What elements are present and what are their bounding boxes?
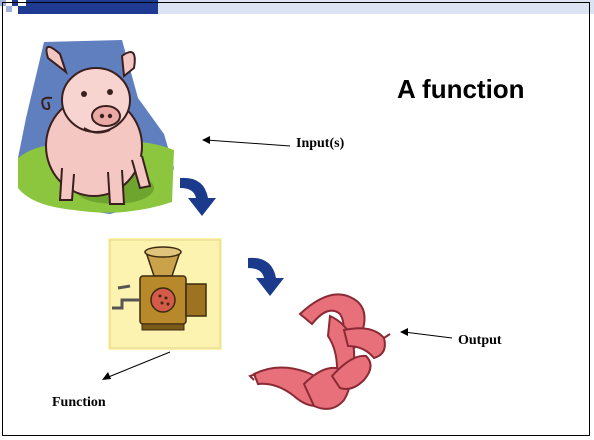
input-label: Input(s) xyxy=(296,136,344,152)
pointer-arrow-icon xyxy=(200,132,292,154)
meat-grinder-clipart xyxy=(108,238,222,350)
pointer-arrow-icon xyxy=(100,350,172,382)
pig-clipart xyxy=(14,38,180,216)
curved-arrow-icon xyxy=(178,170,226,218)
pointer-arrow-icon xyxy=(398,326,454,342)
function-label: Function xyxy=(52,395,106,411)
sausages-clipart xyxy=(248,284,394,418)
slide-title: A function xyxy=(397,74,525,105)
output-label: Output xyxy=(458,333,502,349)
